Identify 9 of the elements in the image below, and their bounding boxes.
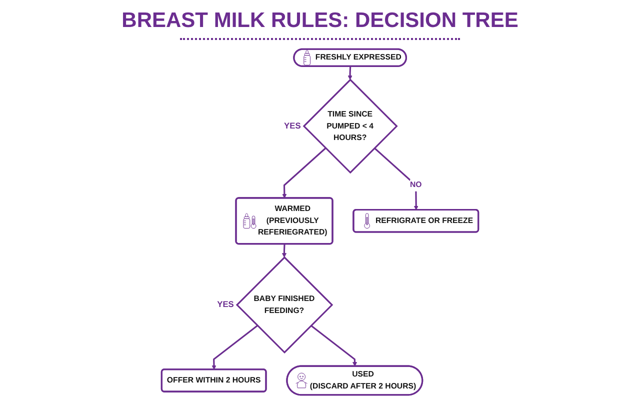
title: BREAST MILK RULES: DECISION TREE bbox=[122, 8, 518, 34]
arrow bbox=[282, 148, 326, 198]
arrow bbox=[282, 244, 287, 258]
branch-label: YES bbox=[217, 299, 234, 310]
branch-label: YES bbox=[284, 120, 301, 130]
arrow bbox=[310, 324, 358, 367]
arrow bbox=[374, 148, 418, 210]
arrow bbox=[212, 324, 258, 370]
arrow bbox=[348, 66, 352, 80]
